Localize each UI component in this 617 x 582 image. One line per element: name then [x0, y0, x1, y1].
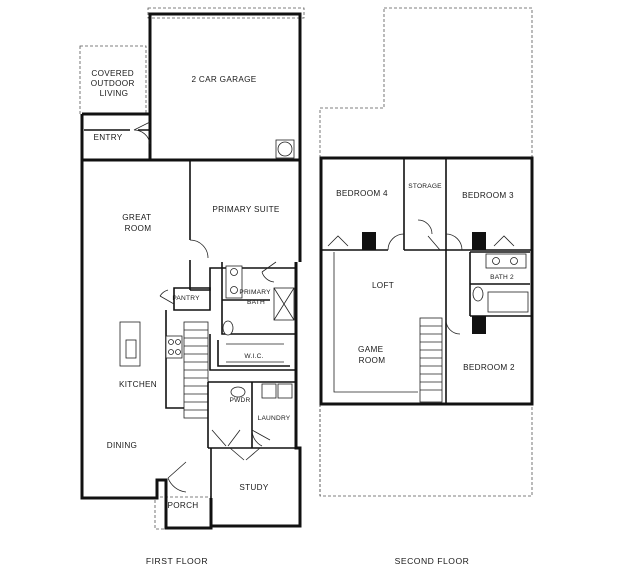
burner-4 [175, 349, 181, 355]
sink-2 [230, 286, 238, 294]
bath2-tub [487, 291, 529, 313]
cooktop [165, 335, 183, 359]
closet-bed3 [472, 232, 486, 250]
burner-1 [168, 339, 174, 345]
second-floor: BEDROOM 4 STORAGE BEDROOM 3 LOFT BATH 2 … [319, 7, 534, 566]
burner-2 [175, 339, 181, 345]
bath2-vanity [485, 253, 527, 269]
laundry-label: LAUNDRY [258, 415, 291, 422]
storage-doors [387, 219, 441, 251]
pwdr-laundry-walls [207, 381, 296, 449]
burner-3 [168, 349, 174, 355]
laundry-door [251, 429, 271, 447]
second-floor-caption: SECOND FLOOR [395, 556, 470, 566]
closet-doors [327, 235, 515, 247]
storage-label: STORAGE [408, 183, 442, 190]
pwdr-label: PWDR [230, 397, 251, 404]
bath-door [261, 261, 277, 283]
bath2-sink-1 [492, 257, 500, 265]
stair-treads-second [420, 325, 442, 391]
game-room-label: GAME ROOM [358, 345, 386, 365]
wic-shelves [226, 343, 284, 363]
kitchen-counter-wall [165, 310, 184, 409]
island-sink [125, 339, 137, 359]
wic-label: W.I.C. [244, 353, 263, 360]
primary-bath-vanity [225, 265, 243, 299]
dining-label: DINING [107, 441, 137, 450]
washer [261, 383, 277, 399]
closet-bed4 [362, 232, 376, 250]
primary-suite-door [189, 239, 209, 259]
bath2-toilet [472, 286, 484, 302]
pantry-label: PANTRY [172, 295, 200, 302]
entry-door [133, 121, 151, 145]
stair-treads [184, 329, 208, 411]
primary-suite-label: PRIMARY SUITE [212, 205, 280, 214]
primary-bath-walls [221, 262, 296, 335]
toilet-primary [222, 320, 234, 336]
water-heater [275, 139, 295, 159]
bath2-door [445, 233, 463, 251]
bedroom3-label: BEDROOM 3 [462, 191, 514, 200]
bath2-walls [469, 251, 530, 316]
study-doors [229, 447, 261, 461]
shower-x [273, 287, 295, 321]
entry-label: ENTRY [93, 133, 122, 142]
bath2-sink-2 [510, 257, 518, 265]
loft-label: LOFT [372, 281, 394, 290]
second-floor-outer-walls [319, 156, 534, 406]
sink-1 [230, 268, 238, 276]
first-floor: COVERED OUTDOOR LIVING 2 CAR GARAGE ENTR… [79, 7, 305, 566]
first-floor-outer-walls [80, 112, 302, 530]
pantry-door [159, 289, 175, 305]
garage-label: 2 CAR GARAGE [191, 75, 256, 84]
toilet-pwdr [230, 386, 246, 398]
upper-row-walls [321, 158, 532, 404]
first-floor-caption: FIRST FLOOR [146, 556, 208, 566]
porch-label: PORCH [167, 501, 198, 510]
covered-outdoor-living-label: COVERED OUTDOOR LIVING [91, 69, 138, 98]
bedroom2-label: BEDROOM 2 [463, 363, 515, 372]
primary-suite-walls [189, 160, 296, 291]
closet-bed2 [472, 316, 486, 334]
bedroom2-door [445, 319, 461, 335]
stairs-second [419, 317, 443, 403]
study-label: STUDY [239, 483, 268, 492]
garage-walls [148, 12, 302, 162]
dryer [277, 383, 293, 399]
primary-bath-label: PRIMARY BATH [239, 289, 272, 306]
water-heater-tank [277, 141, 293, 157]
kitchen-label: KITCHEN [119, 380, 157, 389]
front-door [167, 461, 187, 493]
pantry-walls [173, 287, 211, 311]
hall-doors [211, 429, 241, 447]
wic-walls [209, 334, 296, 371]
great-room-label: GREAT ROOM [122, 213, 154, 233]
bedroom4-label: BEDROOM 4 [336, 189, 388, 198]
bath2-label: BATH 2 [490, 274, 514, 281]
garage-roof-outline [147, 7, 305, 19]
loft-railing [333, 252, 418, 393]
entry-walls [84, 114, 151, 160]
